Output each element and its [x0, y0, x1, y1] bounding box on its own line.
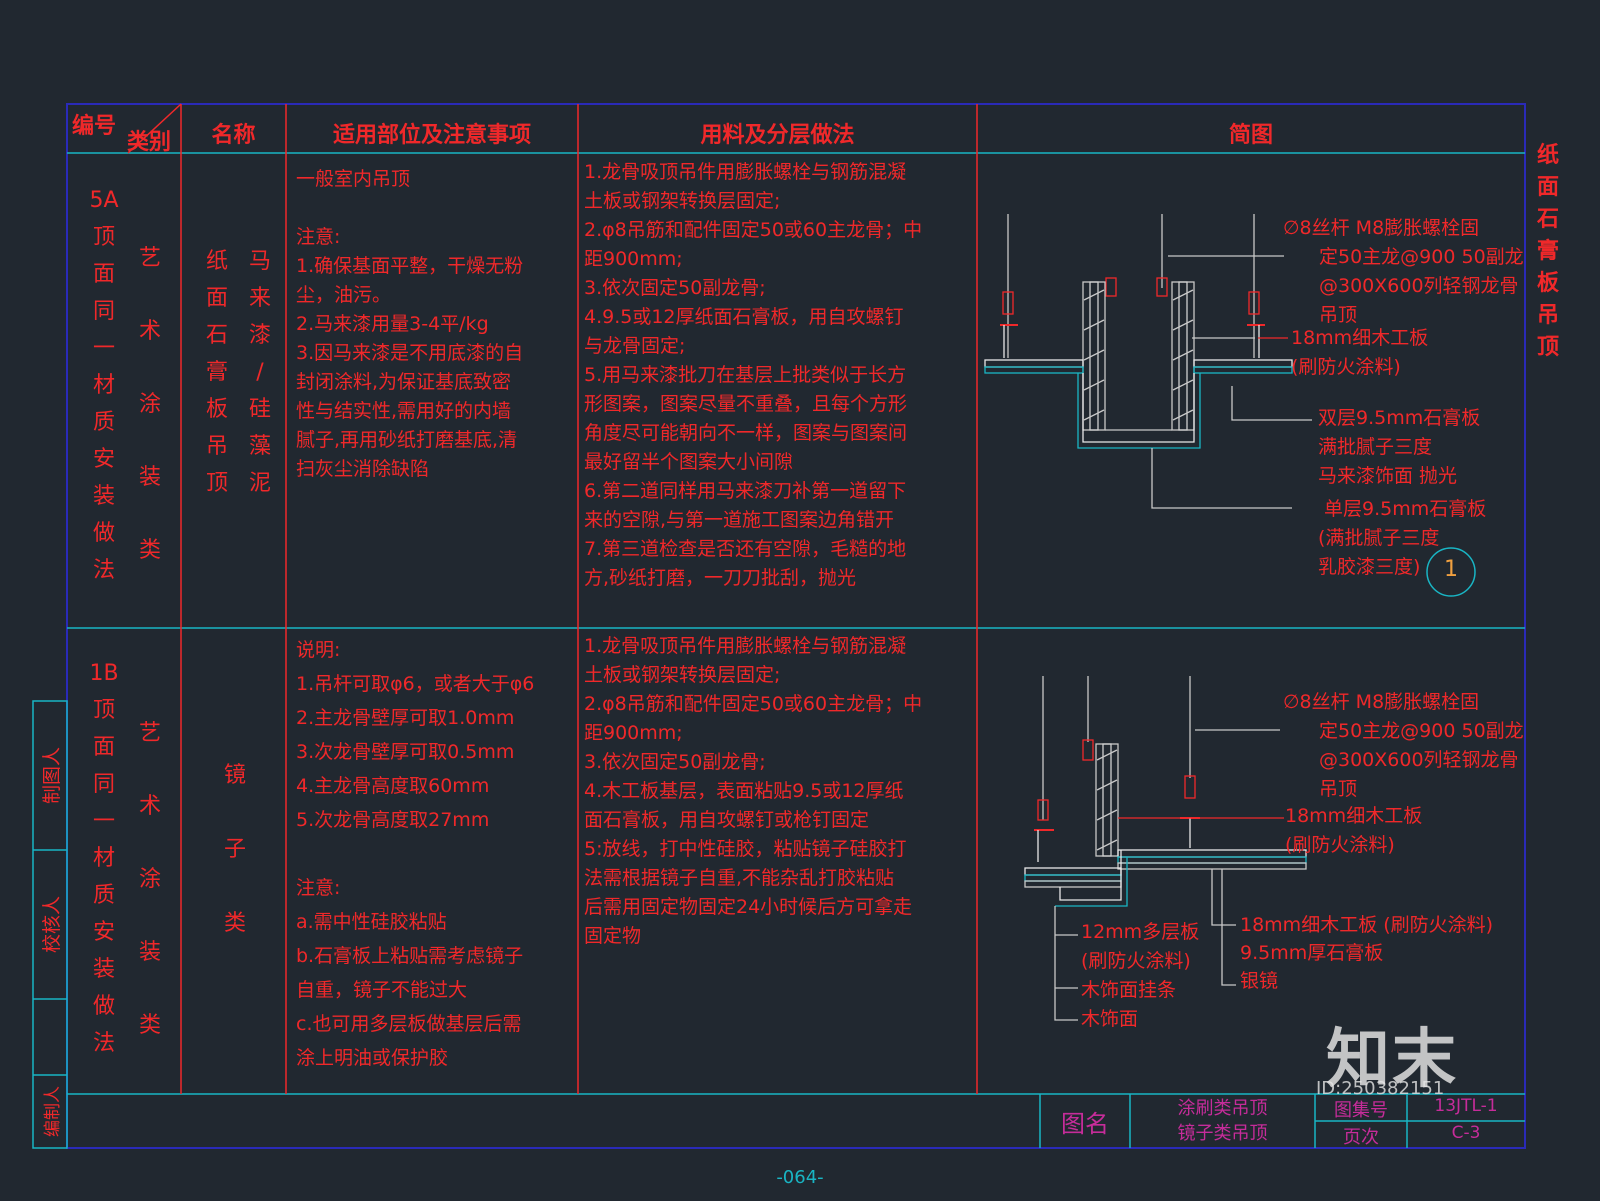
outer-frame	[66, 103, 1526, 1149]
row1-usage: 一般室内吊顶 注意:1.确保基面平整，干燥无粉尘，油污。2.马来漆用量3-4平/…	[296, 168, 524, 480]
footer-atlas-value: 13JTL-1	[1434, 1096, 1498, 1116]
header-name: 名称	[211, 123, 256, 148]
detail-marker: 1	[1444, 557, 1458, 582]
row2-label-right: 18mm细木工板 (刷防火涂料)9.5mm厚石膏板银镜	[1240, 914, 1494, 992]
row1-category: 艺 术 涂 装 类	[138, 246, 161, 563]
row1-label-board: 18mm细木工板(刷防火涂料)	[1291, 327, 1429, 378]
row2-label-multi: 12mm多层板(刷防火涂料)木饰面挂条木饰面	[1081, 921, 1200, 1030]
row2-name: 镜 子 类	[223, 763, 246, 936]
row2-category: 艺 术 涂 装 类	[138, 721, 161, 1038]
header-diagram: 简图	[1228, 123, 1273, 148]
page-number: -064-	[776, 1167, 824, 1188]
strip-compiler: 编制人	[42, 1086, 63, 1137]
row1-label-rod: ∅8丝杆 M8膨胀螺栓固定50主龙@900 50副龙@300X600列轻钢龙骨吊…	[1283, 217, 1524, 326]
watermark-logo: 知末	[1326, 1023, 1458, 1097]
row1-method: 1.龙骨吸顶吊件用膨胀螺栓与钢筋混凝土板或钢架转换层固定;2.φ8吊筋和配件固定…	[584, 161, 923, 589]
section-diagram-2	[1024, 676, 1307, 1021]
side-title: 纸面石膏板吊顶	[1536, 143, 1559, 360]
header-method: 用料及分层做法	[700, 123, 855, 148]
footer-atlas-label: 图集号	[1334, 1100, 1388, 1121]
left-strip	[32, 700, 68, 1149]
header-usage: 适用部位及注意事项	[332, 123, 531, 148]
header-number: 编号	[72, 114, 117, 139]
row1-number: 5A 顶 面 同 一 材 质 安 装 做 法	[89, 188, 119, 583]
header-category: 类别	[127, 130, 172, 155]
strip-checker: 校核人	[40, 895, 63, 954]
watermark-id: ID:250382151	[1316, 1078, 1445, 1099]
row2-label-rod: ∅8丝杆 M8膨胀螺栓固定50主龙@900 50副龙@300X600列轻钢龙骨吊…	[1283, 691, 1524, 800]
footer-title-lines: 涂刷类吊顶镜子类吊顶	[1177, 1098, 1268, 1144]
row2-number: 1B 顶 面 同 一 材 质 安 装 做 法	[89, 661, 119, 1056]
header-diagonal	[127, 103, 182, 154]
footer-page-label: 页次	[1343, 1127, 1379, 1148]
footer-page-value: C-3	[1451, 1123, 1481, 1143]
row1-label-double: 双层9.5mm石膏板满批腻子三度马来漆饰面 抛光	[1318, 407, 1481, 487]
row1-label-single: 单层9.5mm石膏板(满批腻子三度乳胶漆三度)	[1318, 498, 1487, 578]
row2-label-board: 18mm细木工板(刷防火涂料)	[1285, 805, 1423, 856]
section-diagram-1	[984, 214, 1476, 597]
row1-name-col1: 纸 面 石 膏 板 吊 顶	[205, 249, 228, 496]
strip-drafter: 制图人	[40, 746, 63, 805]
row2-method: 1.龙骨吸顶吊件用膨胀螺栓与钢筋混凝土板或钢架转换层固定;2.φ8吊筋和配件固定…	[584, 635, 923, 947]
footer-title-label: 图名	[1061, 1109, 1109, 1138]
row1-name-col2: 马 来 漆 / 硅 藻 泥	[248, 249, 271, 496]
